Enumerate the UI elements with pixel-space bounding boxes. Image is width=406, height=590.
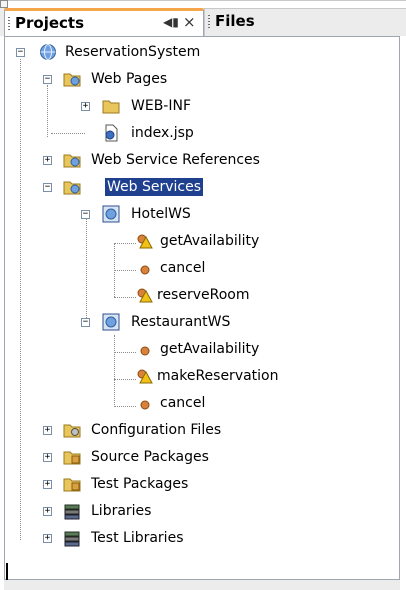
tree-label: getAvailability xyxy=(160,341,260,357)
expand-toggle[interactable]: + xyxy=(43,506,52,516)
tree-node-web-pages[interactable]: − Web Pages xyxy=(5,70,395,92)
tree-guide xyxy=(47,85,48,137)
projects-tree-panel: − ReservationSystem − Web Pages + WEB-IN… xyxy=(4,36,400,580)
web-service-icon xyxy=(102,313,120,331)
library-books-icon xyxy=(64,504,80,520)
tree-node-root[interactable]: − ReservationSystem xyxy=(5,43,395,65)
tree-node-restaurant-ws[interactable]: − RestaurantWS xyxy=(5,313,395,335)
globe-project-icon xyxy=(40,44,56,60)
tree-node-test-packages[interactable]: + Test Packages xyxy=(5,475,395,497)
tree-node-web-inf[interactable]: + WEB-INF xyxy=(5,97,395,119)
tree-node-libraries[interactable]: + Libraries xyxy=(5,502,395,524)
expand-toggle[interactable]: + xyxy=(43,452,52,462)
tree-label-selected: Web Services xyxy=(103,177,205,197)
method-warning-icon xyxy=(137,369,153,384)
tree-label: reserveRoom xyxy=(157,287,250,303)
tree-node-hotel-ws[interactable]: − HotelWS xyxy=(5,205,395,227)
tree-node-operation[interactable]: cancel xyxy=(5,394,395,416)
collapse-toggle[interactable]: − xyxy=(16,47,25,57)
minimize-icon[interactable]: ◀▮ xyxy=(163,15,179,29)
tree-label: getAvailability xyxy=(160,233,260,249)
tree-node-operation[interactable]: reserveRoom xyxy=(5,286,395,308)
folder-icon xyxy=(102,100,120,114)
drag-grip[interactable] xyxy=(8,17,10,31)
tree-guide xyxy=(114,335,115,407)
tree-label: HotelWS xyxy=(131,206,191,222)
tree-guide xyxy=(51,133,85,134)
tree-guide xyxy=(114,352,136,353)
tree-guide xyxy=(114,243,136,244)
method-warning-icon xyxy=(137,234,153,249)
tree-node-operation[interactable]: makeReservation xyxy=(5,367,395,389)
web-service-folder-icon xyxy=(63,154,81,168)
tree-guide xyxy=(114,406,136,407)
tree-node-operation[interactable]: getAvailability xyxy=(5,340,395,362)
tree-guide xyxy=(114,270,136,271)
collapse-toggle[interactable]: − xyxy=(43,182,52,192)
tree-label: Test Libraries xyxy=(91,530,184,546)
web-service-folder-icon xyxy=(63,181,81,195)
tree-label: ReservationSystem xyxy=(65,44,201,60)
tab-projects-label: Projects xyxy=(15,14,85,32)
expand-toggle[interactable]: + xyxy=(43,533,52,543)
tree-label: Configuration Files xyxy=(91,422,222,438)
tree-node-source-packages[interactable]: + Source Packages xyxy=(5,448,395,470)
tab-files[interactable]: Files xyxy=(204,8,406,36)
resize-caret[interactable] xyxy=(6,563,8,580)
tree-label: index.jsp xyxy=(131,125,194,141)
tree-node-test-libraries[interactable]: + Test Libraries xyxy=(5,529,395,551)
web-service-icon xyxy=(102,205,120,223)
package-folder-icon xyxy=(63,478,81,492)
tree-label: Web Service References xyxy=(91,152,260,168)
collapse-toggle[interactable]: − xyxy=(43,74,52,84)
tree-node-operation[interactable]: getAvailability xyxy=(5,232,395,254)
library-books-icon xyxy=(64,531,80,547)
tree-label: Web Pages xyxy=(91,71,168,87)
web-folder-icon xyxy=(63,73,81,87)
close-icon[interactable]: × xyxy=(183,13,196,31)
tree-guide xyxy=(86,218,87,326)
tree-label: Source Packages xyxy=(91,449,209,465)
tab-projects[interactable]: Projects ◀▮ × xyxy=(4,8,204,36)
tree-node-operation[interactable]: cancel xyxy=(5,259,395,281)
jsp-file-icon xyxy=(105,124,118,142)
drag-grip[interactable] xyxy=(208,15,210,29)
bottom-edge xyxy=(4,580,400,590)
tree-guide xyxy=(20,59,21,540)
tree-label: cancel xyxy=(160,260,206,276)
tree-node-configuration-files[interactable]: + Configuration Files xyxy=(5,421,395,443)
collapse-toggle[interactable]: − xyxy=(81,317,90,327)
expand-toggle[interactable]: + xyxy=(43,155,52,165)
expand-toggle[interactable]: + xyxy=(81,101,90,111)
tree-label: cancel xyxy=(160,395,206,411)
tree-node-web-services[interactable]: − Web Services xyxy=(5,177,395,200)
top-border xyxy=(0,0,406,1)
package-folder-icon xyxy=(63,451,81,465)
expand-toggle[interactable]: + xyxy=(43,425,52,435)
method-icon xyxy=(140,400,150,410)
tree-label: Libraries xyxy=(91,503,152,519)
tab-bar: Projects ◀▮ × Files xyxy=(0,8,406,36)
tree-guide xyxy=(114,297,136,298)
tree-node-index-jsp[interactable]: index.jsp xyxy=(5,124,395,146)
window-corner xyxy=(0,0,8,8)
method-icon xyxy=(140,265,150,275)
config-folder-icon xyxy=(63,424,81,438)
tree-guide xyxy=(114,379,136,380)
method-warning-icon xyxy=(137,288,153,303)
tree-label: WEB-INF xyxy=(131,98,191,114)
expand-toggle[interactable]: + xyxy=(43,479,52,489)
tree-label: Test Packages xyxy=(91,476,189,492)
collapse-toggle[interactable]: − xyxy=(81,209,90,219)
tab-files-label: Files xyxy=(215,12,255,30)
tree-label: RestaurantWS xyxy=(131,314,231,330)
method-icon xyxy=(140,346,150,356)
tree-node-web-service-references[interactable]: + Web Service References xyxy=(5,151,395,173)
tree-label: makeReservation xyxy=(157,368,279,384)
